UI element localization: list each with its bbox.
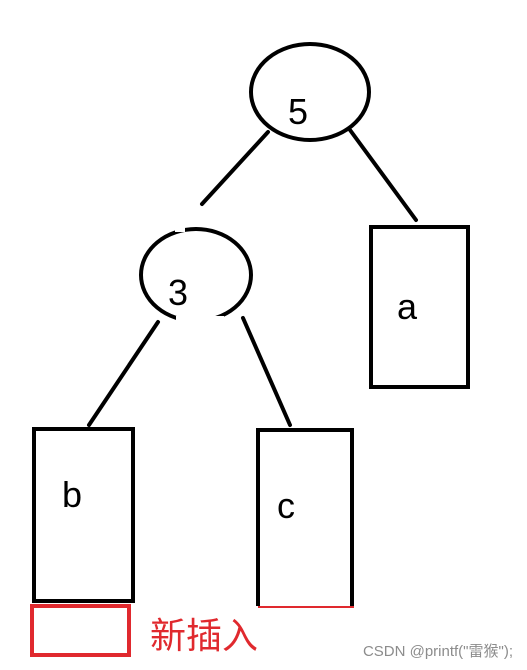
subtree-b: b xyxy=(32,427,135,603)
left-node-circle xyxy=(139,227,253,323)
left-node: 3 xyxy=(139,224,253,324)
subtree-b-label: b xyxy=(62,474,82,515)
subtree-c-box xyxy=(256,428,354,606)
subtree-c-label: c xyxy=(277,485,295,526)
inserted-node: 新插入 xyxy=(30,604,258,657)
inserted-node-label: 新插入 xyxy=(150,616,258,657)
edge-left-to-b xyxy=(87,320,160,427)
edge-root-to-left xyxy=(200,130,270,206)
tree-edges xyxy=(87,128,418,427)
subtree-b-box xyxy=(32,427,135,603)
root-node-circle xyxy=(249,42,371,142)
root-node: 5 xyxy=(249,42,371,142)
left-node-gap-bottom xyxy=(176,316,224,324)
inserted-node-box xyxy=(30,604,131,657)
root-node-label: 5 xyxy=(288,91,308,132)
edge-left-to-c xyxy=(241,316,292,427)
left-node-gap-top xyxy=(175,224,185,232)
left-node-label: 3 xyxy=(168,272,188,313)
edge-root-to-a xyxy=(348,128,418,222)
subtree-a-box xyxy=(369,225,470,389)
subtree-a: a xyxy=(369,225,470,389)
subtree-c: c xyxy=(256,428,354,608)
watermark-text: CSDN @printf("雷猴"); xyxy=(363,643,513,660)
subtree-a-label: a xyxy=(397,286,418,327)
